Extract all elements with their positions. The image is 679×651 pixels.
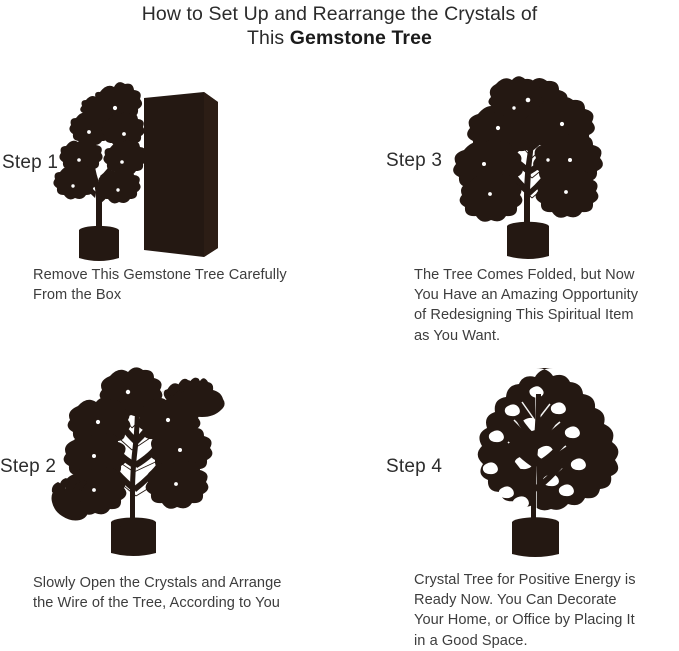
caption-line: You Have an Amazing Opportunity [414,287,639,304]
folded-tree-silhouette [53,82,147,261]
caption-line: From the Box [33,287,122,304]
full-tree-silhouette [477,368,619,557]
caption-line: in a Good Space. [414,632,528,649]
step-panel-4: Step 4 [340,366,679,651]
step-3-artwork [453,76,603,263]
partly-opened-tree-with-hands-illustration [51,367,225,556]
full-bushy-crystal-tree-illustration [477,368,619,557]
step-panel-3: Step 3 [340,72,679,362]
page-title: How to Set Up and Rearrange the Crystals… [0,2,679,50]
spread-branches-tree-illustration [453,76,603,259]
lower-hand-silhouette [51,477,89,521]
folded-tree-and-box-illustration [53,82,218,261]
caption-line: Crystal Tree for Positive Energy is [414,572,636,588]
upper-hand-silhouette [160,377,225,417]
title-line-2-plain: This [247,27,290,49]
step-1-caption: Remove This Gemstone Tree Carefully From… [33,265,338,305]
step-panel-1: Step 1 [0,72,340,327]
step-label-1: Step 1 [2,152,59,173]
caption-line: Slowly Open the Crystals and Arrange [33,575,282,591]
caption-line: as You Want. [414,327,501,344]
caption-line: Remove This Gemstone Tree Carefully [33,267,287,283]
caption-line: of Redesigning This Spiritual Item [414,307,634,324]
step-3-caption: The Tree Comes Folded, but Now You Have … [414,265,679,346]
step-label-2: Step 2 [0,456,57,477]
title-line-2: This Gemstone Tree [0,26,679,50]
caption-line: Ready Now. You Can Decorate [414,592,617,609]
caption-line: The Tree Comes Folded, but Now [414,267,635,283]
step-4-caption: Crystal Tree for Positive Energy is Read… [414,570,679,651]
step-4-artwork [462,366,619,558]
product-box-silhouette [144,92,218,257]
step-2-artwork [51,366,237,556]
caption-line: the Wire of the Tree, According to You [33,595,280,612]
step-panel-2: Step 2 [0,366,340,621]
step-2-caption: Slowly Open the Crystals and Arrange the… [33,573,338,613]
spread-tree-silhouette [453,76,603,259]
title-line-1: How to Set Up and Rearrange the Crystals… [141,3,538,25]
step-label-4: Step 4 [386,456,443,477]
title-line-2-bold: Gemstone Tree [289,27,432,49]
step-1-artwork [53,80,233,265]
caption-line: Your Home, or Office by Placing It [414,612,635,629]
step-label-3: Step 3 [386,150,443,171]
